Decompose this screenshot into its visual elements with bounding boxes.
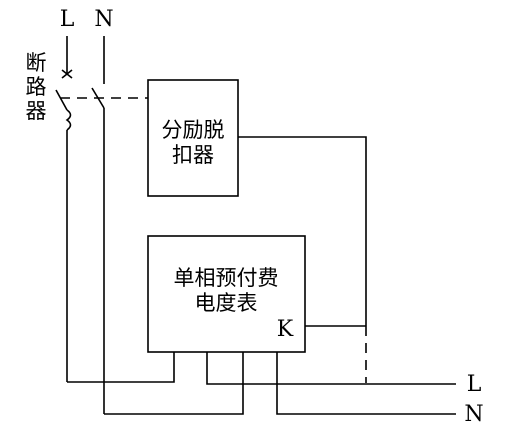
- wire-n-in: [104, 352, 244, 415]
- wire-l-out: [206, 352, 456, 385]
- breaker-n-pole: [91, 36, 105, 414]
- breaker-label-1: 断: [26, 51, 47, 75]
- top-label-l: L: [60, 7, 75, 32]
- wire-l-in: [67, 352, 175, 383]
- right-label-n: N: [464, 402, 483, 427]
- wire-n-out: [276, 352, 456, 415]
- top-label-n: N: [94, 7, 113, 32]
- shunt-trip-box: [147, 79, 239, 197]
- breaker-label-3: 器: [26, 99, 47, 123]
- shunt-trip-wire: [238, 136, 367, 326]
- shunt-trip-label-2: 扣器: [172, 143, 214, 167]
- meter-label-2: 电度表: [195, 291, 258, 315]
- meter-label-1: 单相预付费: [174, 266, 279, 290]
- meter-contact-k: K: [277, 317, 294, 342]
- shunt-trip-label-1: 分励脱: [162, 118, 225, 142]
- breaker-label-2: 路: [26, 75, 47, 99]
- meter-box: [147, 235, 306, 353]
- right-label-l: L: [467, 372, 482, 397]
- breaker-l-pole: [55, 36, 73, 382]
